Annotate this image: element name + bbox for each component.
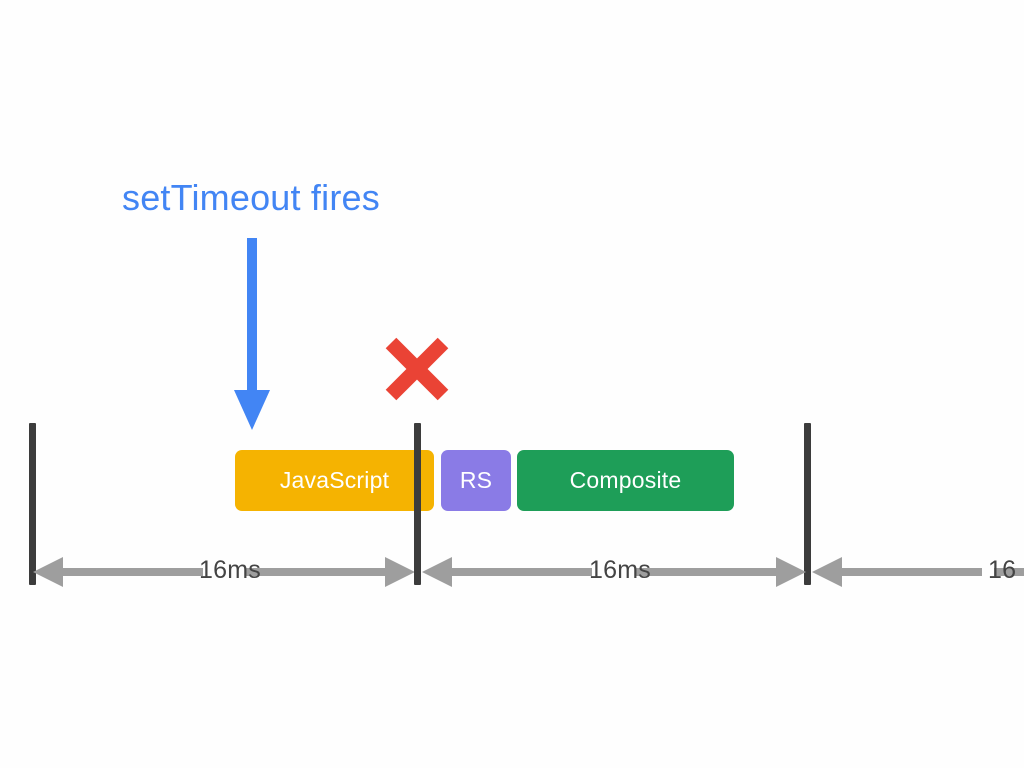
measure-arrow-frame-1 — [33, 553, 415, 593]
bar-javascript-label: JavaScript — [279, 467, 390, 493]
measure-label-frame-2: 16ms — [589, 556, 651, 584]
missed-frame-x-icon — [382, 336, 452, 402]
bar-rs-label: RS — [459, 467, 493, 493]
measure-label-frame-1: 16ms — [199, 556, 261, 584]
callout-arrow-icon — [232, 238, 272, 430]
frame-boundary-tick-1 — [29, 423, 36, 585]
bar-javascript[interactable]: JavaScript — [235, 450, 434, 511]
measure-label-frame-3: 16 — [988, 556, 1017, 584]
measure-arrow-frame-3 — [812, 553, 1024, 593]
bar-composite[interactable]: Composite — [517, 450, 734, 511]
settimeout-fires-label: setTimeout fires — [122, 177, 380, 218]
bar-rs[interactable]: RS — [441, 450, 511, 511]
measure-arrow-frame-2 — [422, 553, 806, 593]
frame-boundary-tick-3 — [804, 423, 811, 585]
frame-boundary-tick-2 — [414, 423, 421, 585]
bar-composite-label: Composite — [569, 467, 682, 493]
